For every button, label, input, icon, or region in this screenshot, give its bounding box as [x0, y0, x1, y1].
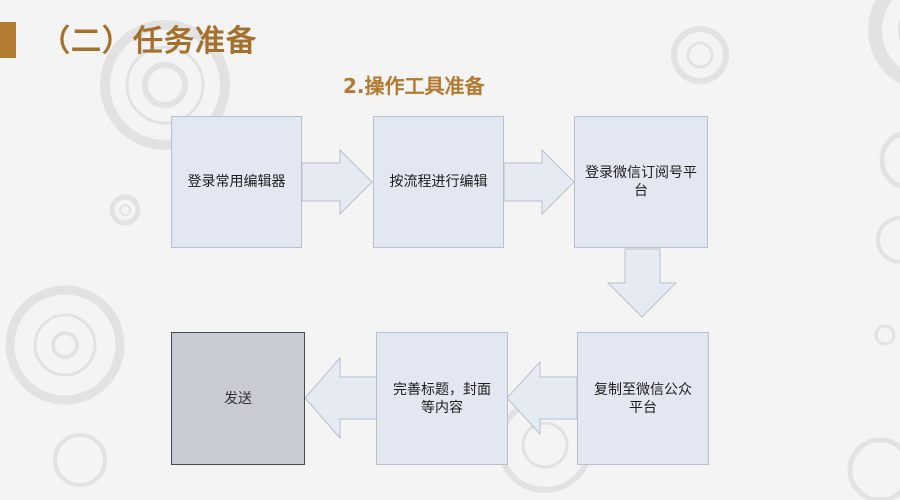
- step-box-login-editor: 登录常用编辑器: [171, 116, 302, 248]
- title-accent-bar: [0, 22, 16, 58]
- step-label: 按流程进行编辑: [389, 174, 488, 190]
- step-box-edit-process: 按流程进行编辑: [373, 116, 504, 248]
- arrow-step4-to-step5: [506, 360, 578, 436]
- step-label: 完善标题，封面等内容: [393, 381, 491, 416]
- step-box-send: 发送: [171, 332, 305, 465]
- step-label: 发送: [224, 390, 252, 407]
- arrow-step5-to-step6: [304, 356, 378, 440]
- page-title: （二）任务准备: [40, 24, 257, 59]
- step-box-login-wechat: 登录微信订阅号平台: [574, 116, 708, 248]
- arrow-step1-to-step2: [301, 148, 373, 216]
- step-label: 登录微信订阅号平台: [585, 165, 697, 199]
- step-label: 复制至微信公众平台: [594, 381, 692, 416]
- arrow-step2-to-step3: [503, 148, 575, 216]
- step-box-copy-to-wechat: 复制至微信公众平台: [577, 332, 709, 465]
- step-box-complete-title: 完善标题，封面等内容: [376, 332, 508, 465]
- section-subtitle: 2.操作工具准备: [343, 74, 485, 98]
- step-label: 登录常用编辑器: [187, 174, 286, 190]
- arrow-step3-to-step4: [606, 248, 678, 318]
